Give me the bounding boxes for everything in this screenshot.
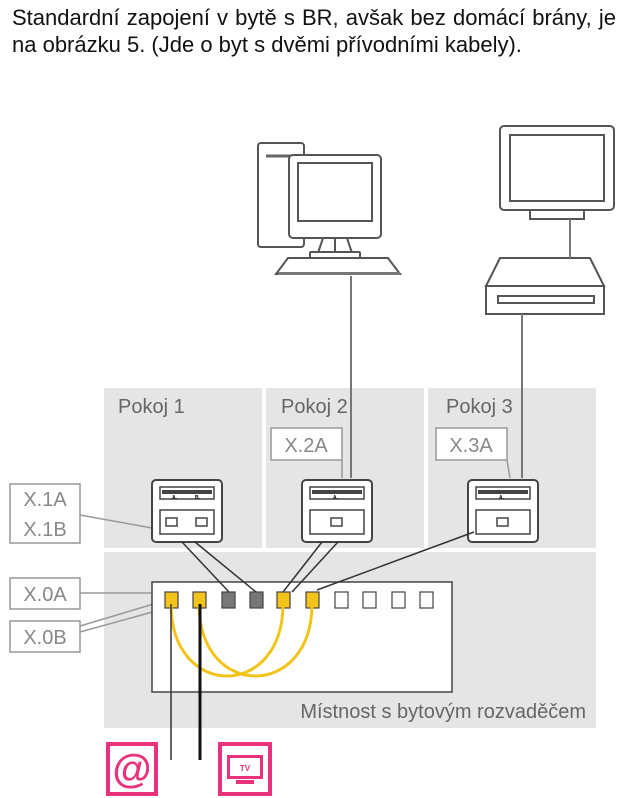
room-label-2: Pokoj 2 [281, 396, 348, 418]
intro-paragraph: Standardní zapojení v bytě s BR, avšak b… [12, 5, 616, 57]
tv-icon: TV [218, 742, 272, 796]
wall-outlet-room2: A. [301, 479, 373, 543]
svg-text:X.3A: X.3A [449, 435, 493, 457]
room-label-3: Pokoj 3 [446, 396, 513, 418]
svg-text:@: @ [112, 747, 151, 791]
svg-text:A.: A. [333, 495, 339, 501]
svg-text:X.1B: X.1B [23, 519, 66, 541]
at-sign-icon: @ [106, 742, 158, 796]
port-9 [391, 591, 406, 609]
svg-text:X.0B: X.0B [23, 627, 66, 649]
port-4 [249, 591, 264, 609]
svg-text:TV: TV [240, 764, 251, 773]
tv-with-set-top-box-icon [484, 125, 615, 315]
port-8 [362, 591, 377, 609]
port-7 [334, 591, 349, 609]
wall-outlet-room3: A. [467, 479, 539, 543]
horizontal-cables [181, 531, 475, 593]
svg-text:B.: B. [195, 495, 201, 501]
port-10 [419, 591, 434, 609]
patch-cords [169, 603, 314, 678]
callout-x3a: X.3A [435, 427, 511, 479]
svg-text:A.: A. [172, 495, 178, 501]
callout-x0a: X.0A [9, 577, 165, 610]
callout-x0b: X.0B [9, 599, 197, 653]
distribution-room-label: Místnost s bytovým rozvaděčem [300, 701, 586, 723]
svg-text:X.0A: X.0A [23, 584, 67, 606]
svg-text:X.1A: X.1A [23, 489, 67, 511]
port-3 [221, 591, 236, 609]
callout-x2a: X.2A [270, 427, 343, 478]
wall-outlet-room1: A. B. [151, 479, 223, 543]
svg-text:X.2A: X.2A [284, 435, 328, 457]
svg-text:A.: A. [499, 495, 505, 501]
callout-x1: X.1A X.1B [9, 483, 153, 544]
room-label-1: Pokoj 1 [118, 396, 185, 418]
desktop-computer-icon [257, 142, 402, 275]
